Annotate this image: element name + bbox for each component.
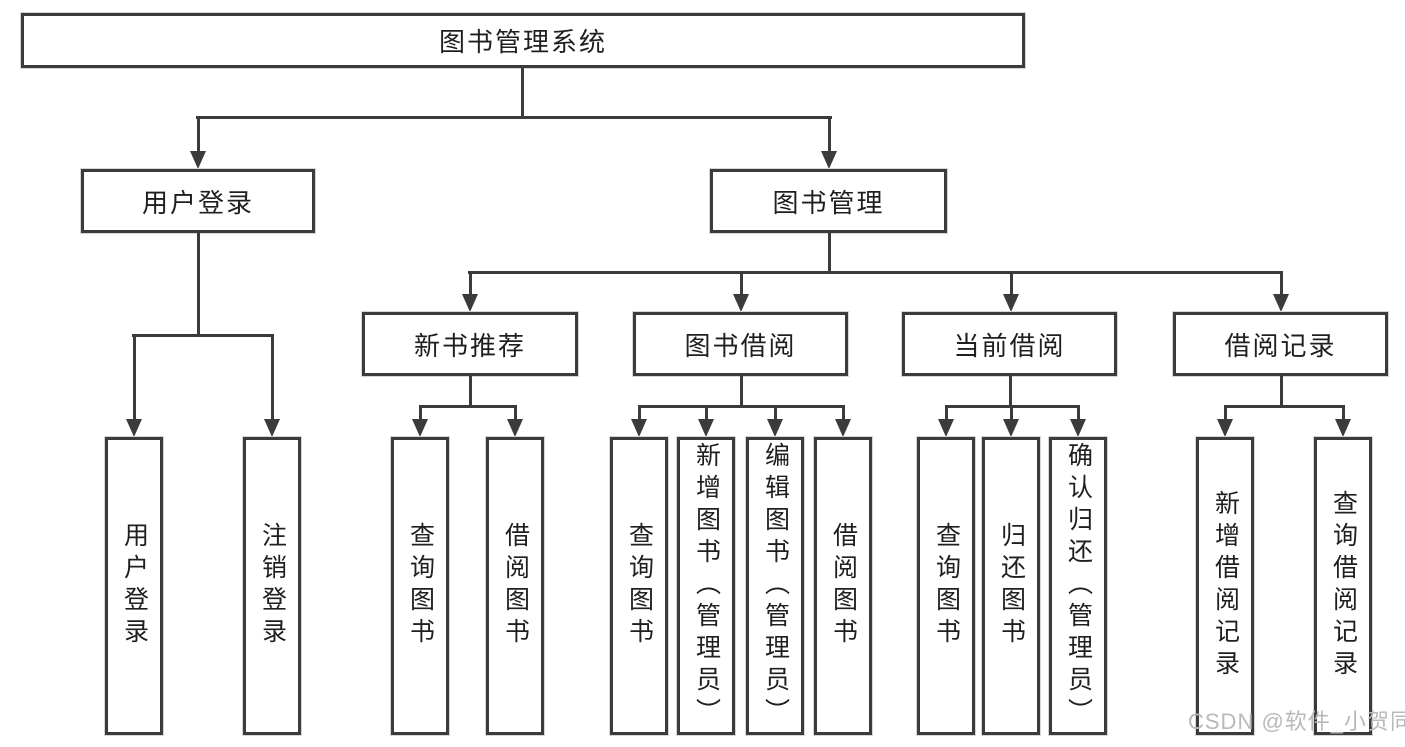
connector-line: [469, 271, 472, 297]
csdn-watermark: CSDN @软件_小贺同学: [1188, 709, 1405, 734]
leaf-query-book-borrow: 查询图书: [610, 437, 668, 735]
node-new-book-recommend: 新书推荐: [362, 312, 578, 376]
leaf-edit-book-admin: 编辑图书（管理员）: [746, 437, 804, 735]
connector-line: [196, 116, 832, 119]
connector-line: [419, 405, 516, 408]
arrow-down: [733, 294, 749, 312]
connector-line: [133, 334, 136, 421]
connector-line: [705, 405, 708, 421]
connector-line: [132, 334, 274, 337]
connector-line: [828, 116, 831, 154]
connector-line: [1010, 405, 1013, 421]
node-borrow-record: 借阅记录: [1173, 312, 1388, 376]
arrow-down: [1335, 419, 1351, 437]
connector-line: [1010, 271, 1013, 297]
arrow-down: [1070, 419, 1086, 437]
arrow-down: [631, 419, 647, 437]
connector-line: [521, 68, 524, 118]
connector-line: [740, 271, 743, 297]
arrow-down: [1003, 294, 1019, 312]
leaf-query-book-current: 查询图书: [917, 437, 975, 735]
node-book-borrow: 图书借阅: [633, 312, 848, 376]
leaf-user-login: 用户登录: [105, 437, 163, 735]
leaf-borrow-book-recommend: 借阅图书: [486, 437, 544, 735]
connector-line: [1077, 405, 1080, 421]
arrow-down: [1003, 419, 1019, 437]
arrow-down: [412, 419, 428, 437]
arrow-down: [126, 419, 142, 437]
connector-line: [469, 376, 472, 408]
connector-line: [271, 334, 274, 421]
leaf-logout-login: 注销登录: [243, 437, 301, 735]
connector-line: [638, 405, 845, 408]
node-library-management-system: 图书管理系统: [21, 13, 1025, 68]
connector-line: [419, 405, 422, 421]
arrow-down: [767, 419, 783, 437]
connector-line: [1280, 376, 1283, 408]
connector-line: [1224, 405, 1227, 421]
connector-line: [842, 405, 845, 421]
node-user-login: 用户登录: [81, 169, 315, 233]
connector-line: [638, 405, 641, 421]
leaf-add-borrow-record: 新增借阅记录: [1196, 437, 1254, 735]
arrow-down: [462, 294, 478, 312]
leaf-query-borrow-record: 查询借阅记录: [1314, 437, 1372, 735]
arrow-down: [190, 151, 206, 169]
connector-line: [1009, 376, 1012, 408]
leaf-borrow-book-borrow: 借阅图书: [814, 437, 872, 735]
arrow-down: [938, 419, 954, 437]
connector-line: [1280, 271, 1283, 297]
connector-line: [828, 233, 831, 274]
connector-line: [945, 405, 948, 421]
node-current-borrow: 当前借阅: [902, 312, 1117, 376]
arrow-down: [1217, 419, 1233, 437]
connector-line: [197, 233, 200, 337]
leaf-confirm-return-admin: 确认归还（管理员）: [1049, 437, 1107, 735]
connector-line: [197, 116, 200, 154]
arrow-down: [698, 419, 714, 437]
leaf-add-book-admin: 新增图书（管理员）: [677, 437, 735, 735]
arrow-down: [507, 419, 523, 437]
connector-line: [774, 405, 777, 421]
leaf-return-book: 归还图书: [982, 437, 1040, 735]
node-book-management: 图书管理: [710, 169, 947, 233]
connector-line: [740, 376, 743, 408]
leaf-query-book-recommend: 查询图书: [391, 437, 449, 735]
connector-line: [1224, 405, 1345, 408]
connector-line: [1342, 405, 1345, 421]
arrow-down: [1273, 294, 1289, 312]
connector-line: [468, 271, 1283, 274]
arrow-down: [835, 419, 851, 437]
arrow-down: [264, 419, 280, 437]
connector-line: [514, 405, 517, 421]
arrow-down: [821, 151, 837, 169]
